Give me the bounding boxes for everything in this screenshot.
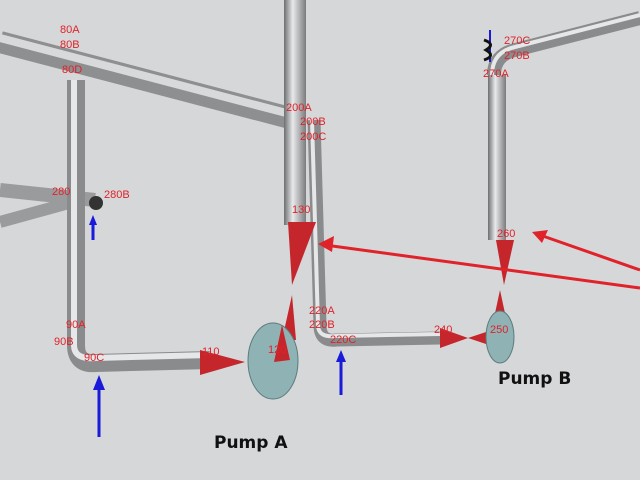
label-90c: 90C — [84, 352, 104, 364]
pipe-right-top — [487, 11, 640, 76]
label-200b: 200B — [300, 116, 326, 128]
pipe-vertical-260 — [488, 75, 506, 240]
label-110: 110 — [202, 346, 220, 358]
label-80b: 80B — [60, 39, 80, 51]
label-240: 240 — [434, 324, 452, 336]
label-220c: 220C — [330, 334, 356, 346]
label-270b: 270B — [504, 50, 530, 62]
label-220a: 220A — [309, 305, 335, 317]
pump-b-body — [485, 310, 515, 364]
label-260: 260 — [497, 228, 515, 240]
label-90a: 90A — [66, 319, 86, 331]
label-130: 130 — [292, 204, 310, 216]
label-220b: 220B — [309, 319, 335, 331]
flow-direction-arrows — [89, 30, 491, 437]
label-200c: 200C — [300, 131, 326, 143]
label-200a: 200A — [286, 102, 312, 114]
label-80d: 80D — [62, 64, 82, 76]
pipe-loop-a — [67, 80, 211, 373]
pipe-vertical-130 — [284, 0, 306, 225]
pump-b-label: Pump B — [498, 369, 571, 389]
label-280b: 280B — [104, 189, 130, 201]
pump-a-label: Pump A — [214, 433, 288, 453]
node-labels: 80A 80B 80D 280 280B 90A 90B 90C 110 120… — [52, 24, 530, 364]
label-80a: 80A — [60, 24, 80, 36]
vent-symbol-icon — [483, 38, 492, 62]
label-250: 250 — [490, 324, 508, 336]
label-270c: 270C — [504, 35, 530, 47]
label-120: 120 — [268, 344, 286, 356]
label-90b: 90B — [54, 336, 74, 348]
pointer-arrows — [318, 230, 640, 290]
pipe-cap — [89, 196, 103, 210]
label-270a: 270A — [483, 68, 509, 80]
pipes — [0, 0, 640, 373]
label-280: 280 — [52, 186, 70, 198]
flow-cones — [200, 222, 514, 375]
pump-a-body — [247, 322, 299, 400]
